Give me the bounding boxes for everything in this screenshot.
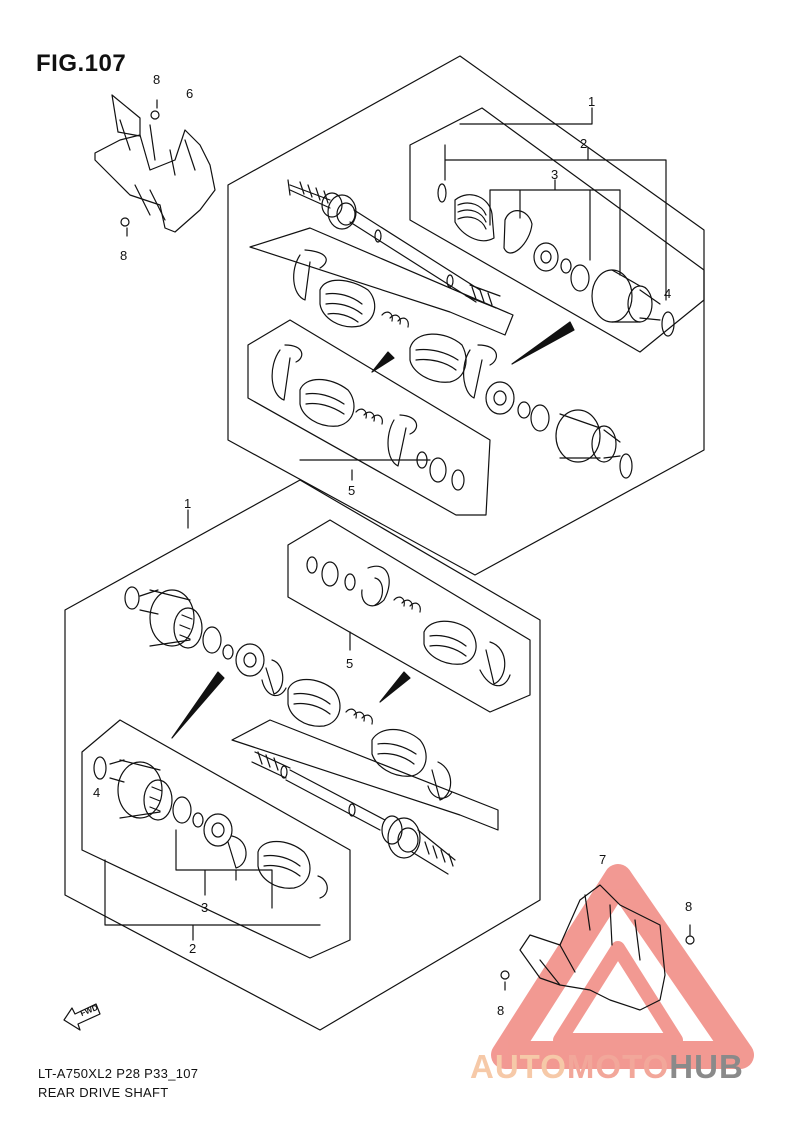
- callout-top-boot-set: 5: [348, 483, 356, 498]
- callout-bolt-left-b: 8: [120, 248, 128, 263]
- bottom-joint-set-frame: [81, 719, 351, 959]
- callout-bolt-right-b: 8: [497, 1003, 505, 1018]
- bottom-joint-set-parts: [93, 756, 328, 899]
- callout-bottom-circlip: 4: [93, 785, 101, 800]
- top-leader-2: [444, 144, 667, 301]
- bottom-assembly-frame: [64, 479, 541, 1031]
- top-assembly-frame: [227, 55, 705, 576]
- top-boot-set-frame: [247, 319, 491, 516]
- callout-bottom-joint-set: 2: [189, 941, 197, 956]
- callout-top-circlip: 4: [664, 286, 672, 301]
- callout-bottom-assembly: 1: [184, 496, 192, 511]
- watermark-part-b: MOTO: [566, 1048, 670, 1085]
- callout-bottom-clamp: 3: [201, 900, 209, 915]
- top-leader-1: [459, 107, 593, 125]
- bracket-right-part: [500, 884, 695, 1011]
- top-drive-shaft: [287, 179, 501, 309]
- watermark-text: AUTOMOTOHUB: [470, 1048, 744, 1086]
- callout-top-assembly: 1: [588, 94, 596, 109]
- top-joint-set-frame: [409, 107, 705, 353]
- figure-code: LT-A750XL2 P28 P33_107: [38, 1066, 199, 1081]
- callout-bolt-left-a: 8: [153, 72, 161, 87]
- figure-title: FIG.107: [36, 50, 127, 77]
- top-arrow-b: [511, 321, 575, 365]
- bottom-drive-shaft: [251, 751, 456, 875]
- top-joint-components: [437, 183, 675, 337]
- bottom-leader-2: [104, 859, 321, 941]
- callout-bracket-right: 7: [599, 852, 607, 867]
- bottom-arrow-a: [171, 671, 225, 739]
- bottom-joint-parts: [124, 586, 453, 801]
- callout-bracket-left: 6: [186, 86, 194, 101]
- top-arrow-a: [371, 351, 395, 373]
- callout-bottom-boot-set: 5: [346, 656, 354, 671]
- top-leader-5: [299, 459, 431, 481]
- callout-top-clamp: 3: [551, 167, 559, 182]
- figure-name: REAR DRIVE SHAFT: [38, 1085, 169, 1100]
- bottom-boot-set-frame: [287, 519, 531, 713]
- bottom-arrow-b: [379, 671, 411, 703]
- bottom-shaft-frame: [231, 719, 499, 831]
- callout-bolt-right-a: 8: [685, 899, 693, 914]
- top-shaft-frame: [249, 227, 514, 336]
- top-outer-boot-parts: [293, 249, 633, 479]
- watermark-part-a: AUTO: [470, 1048, 567, 1085]
- bottom-leader-3: [175, 829, 273, 909]
- fwd-arrow-icon: [63, 1003, 101, 1031]
- callout-top-joint-set: 2: [580, 136, 588, 151]
- bottom-boot-set-parts: [306, 556, 511, 687]
- bracket-left-part: [94, 94, 216, 237]
- watermark-logo-triangle: [491, 864, 754, 1069]
- top-boot-set-parts: [271, 344, 465, 491]
- watermark-part-c: HUB: [669, 1048, 744, 1085]
